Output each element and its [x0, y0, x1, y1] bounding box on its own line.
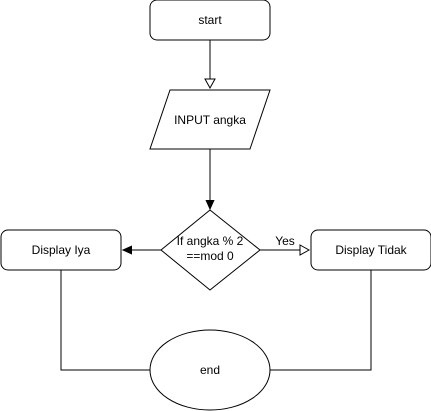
edge-display-tidak-to-end: [270, 270, 372, 371]
input-node: INPUT angka: [149, 89, 271, 150]
decision-node-label-line1: If angka % 2: [177, 234, 244, 248]
yes-edge-label: Yes: [275, 234, 295, 248]
start-node-label: start: [198, 13, 222, 27]
display-tidak-node: Display Tidak: [310, 229, 431, 271]
input-node-label: INPUT angka: [174, 113, 246, 127]
decision-node: If angka % 2 ==mod 0: [160, 209, 261, 291]
end-node-label: end: [200, 363, 220, 377]
connectors: [60, 40, 372, 371]
display-iya-node: Display Iya: [0, 229, 122, 271]
display-iya-label: Display Iya: [32, 243, 91, 257]
start-node: start: [149, 0, 271, 41]
decision-node-label-line2: ==mod 0: [186, 249, 234, 263]
end-node: end: [149, 329, 271, 411]
display-tidak-label: Display Tidak: [335, 243, 407, 257]
edge-display-iya-to-end: [60, 270, 150, 371]
